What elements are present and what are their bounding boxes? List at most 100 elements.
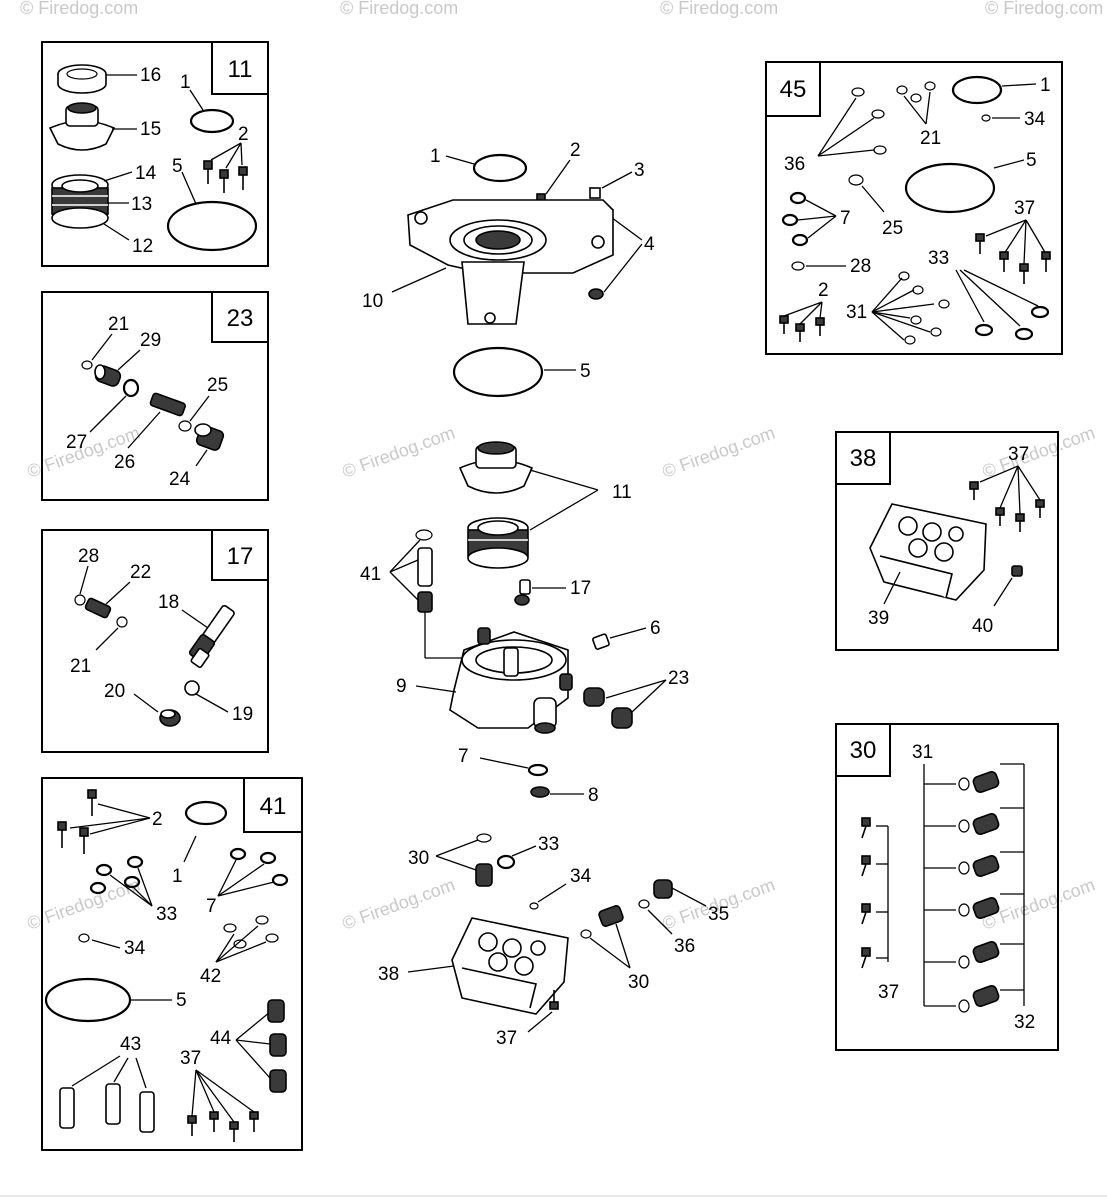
- callout-1: 1: [430, 146, 441, 167]
- kit-number: 23: [227, 305, 254, 332]
- cap-35-icon: [653, 879, 673, 899]
- seal-7-icon: [781, 191, 809, 247]
- callout-20: 20: [104, 681, 125, 702]
- kit-38-box: 38 37 39 40: [835, 431, 1059, 651]
- callout-35: 35: [708, 904, 729, 925]
- main-pump-assembly: 1 2 3 4 10 5: [360, 140, 729, 1049]
- kit-box-frame: [765, 61, 1063, 355]
- o-ring-5-icon: [166, 200, 258, 252]
- screw-2-icon: [57, 789, 97, 854]
- callout-8: 8: [588, 785, 599, 806]
- plug-20-icon: [159, 709, 181, 727]
- o-ring-1-icon: [951, 75, 1003, 105]
- o-ring-25-icon: [848, 174, 864, 186]
- kit-number: 30: [850, 737, 877, 764]
- plunger-41-icon: [417, 547, 433, 587]
- spring-22-icon: [84, 597, 112, 619]
- callout-1: 1: [1040, 75, 1051, 96]
- kit-41-box: 41 2 1 33 7 34: [41, 777, 303, 1151]
- seal-16-icon: [57, 64, 107, 94]
- callout-38: 38: [378, 964, 399, 985]
- callout-17: 17: [570, 578, 591, 599]
- valve-head-39-icon: [869, 503, 987, 601]
- callout-21: 21: [920, 128, 941, 149]
- callout-7: 7: [206, 896, 217, 917]
- valve-30-icon: [475, 863, 493, 887]
- valve-30-icon: [598, 905, 624, 927]
- watermark-text: © Firedog.com: [660, 422, 778, 481]
- seal-7-icon: [527, 763, 549, 777]
- kit-17-box: 17 28 22 21 18 19 20: [41, 529, 269, 753]
- kit-number: 11: [228, 56, 253, 83]
- callout-3: 3: [634, 160, 645, 181]
- spring-44-icon: [267, 999, 287, 1093]
- callout-30: 30: [628, 972, 649, 993]
- callout-37: 37: [180, 1048, 201, 1069]
- washer-4-icon: [588, 288, 604, 300]
- screw-37-icon: [187, 1111, 259, 1142]
- callout-33: 33: [156, 904, 177, 925]
- callout-29: 29: [140, 330, 161, 351]
- kit-23-box: 23 21 29 25 27 26 24: [41, 291, 269, 501]
- callout-10: 10: [362, 291, 383, 312]
- callout-23: 23: [668, 668, 689, 689]
- plug-40-icon: [1011, 565, 1023, 577]
- callout-21: 21: [108, 314, 129, 335]
- ball-19-icon: [184, 680, 200, 696]
- callout-28: 28: [850, 256, 871, 277]
- o-ring-28-icon: [74, 594, 86, 606]
- seal-33-icon: [974, 305, 1050, 341]
- valve-assembly-row: [924, 763, 1024, 1013]
- callout-9: 9: [396, 676, 407, 697]
- kit-number: 17: [227, 543, 254, 570]
- callout-36: 36: [784, 154, 805, 175]
- o-ring-30-icon: [476, 833, 492, 843]
- kit-box-frame: [41, 41, 269, 267]
- screw-37-head-icon: [549, 1001, 559, 1010]
- callout-31: 31: [846, 302, 867, 323]
- kit-45-box: 45 1 21 34 36 5 25: [765, 61, 1063, 355]
- o-ring-36-icon: [638, 899, 650, 909]
- screw-37-icon: [969, 481, 1045, 532]
- callout-32: 32: [1014, 1012, 1035, 1033]
- kit-number: 41: [260, 793, 287, 820]
- screw-2-icon: [779, 315, 825, 342]
- kit-box-frame: [41, 777, 303, 1151]
- watermark-text: © Firedog.com: [340, 422, 458, 481]
- kit-number-frame: [765, 61, 821, 117]
- valve-seat-29-icon: [94, 364, 122, 387]
- spring-41-icon: [417, 591, 433, 613]
- bearing-11-icon: [467, 517, 529, 569]
- callout-44: 44: [210, 1028, 232, 1049]
- kit-number: 38: [850, 445, 877, 472]
- kit-number-frame: [211, 529, 269, 581]
- o-ring-1-icon: [472, 153, 528, 183]
- callout-34: 34: [1024, 109, 1046, 130]
- manifold-9-icon: [449, 627, 573, 734]
- callout-37: 37: [878, 982, 899, 1003]
- callout-25: 25: [882, 218, 903, 239]
- callout-2: 2: [238, 124, 249, 145]
- callout-6: 6: [650, 618, 661, 639]
- screw-37-icon: [861, 817, 871, 969]
- o-ring-34-icon: [981, 114, 991, 122]
- kit-number-frame: [211, 291, 269, 343]
- o-ring-1-icon: [189, 108, 235, 134]
- callout-42: 42: [200, 966, 221, 987]
- callout-5: 5: [1026, 150, 1037, 171]
- kit-number-frame: [835, 431, 891, 485]
- watermark-text: © Firedog.com: [20, 0, 138, 18]
- callout-11: 11: [612, 482, 632, 503]
- kit-number-frame: [835, 723, 891, 777]
- fitting-6-icon: [592, 633, 610, 650]
- o-ring-5-icon: [452, 346, 544, 398]
- fitting-18-icon: [188, 604, 235, 669]
- callout-33: 33: [928, 248, 949, 269]
- callout-37: 37: [1014, 198, 1035, 219]
- bearing-stack-icon: [51, 174, 109, 229]
- o-ring-21-icon: [116, 616, 128, 628]
- callout-40: 40: [972, 616, 993, 637]
- kit-30-box: 30 31 32 37: [835, 723, 1059, 1051]
- screw-37-icon: [975, 233, 1051, 284]
